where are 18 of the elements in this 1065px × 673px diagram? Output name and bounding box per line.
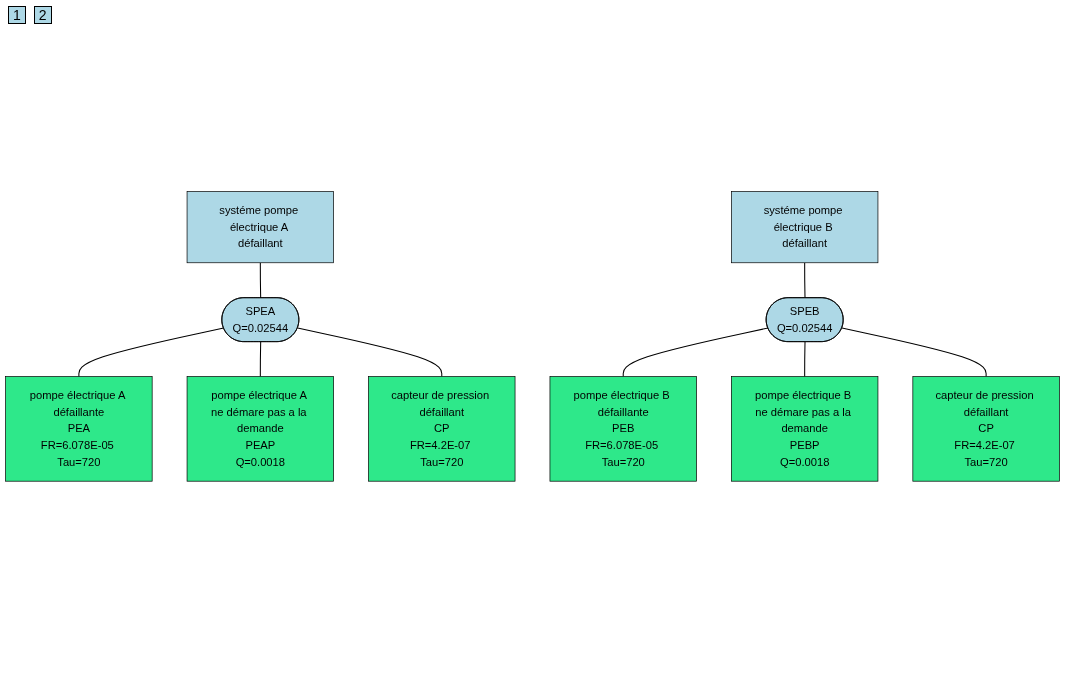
connector [259,341,262,378]
node-box: pompe électrique B ne démare pas a la demande PEBP Q=0.0018 [731,376,879,482]
connector [622,327,769,378]
connector [804,341,806,378]
node-box: pompe électrique A défaillante PEA FR=6.078E-05 Tau=720 [5,376,153,482]
connector [78,327,225,378]
connector [841,327,987,378]
node-box: pompe électrique B défaillante PEB FR=6.078E-05 Tau=720 [549,376,697,482]
connector [804,262,806,299]
node-box: capteur de pression défaillant CP FR=4.2E-07 Tau=720 [912,376,1060,482]
node-box: systéme pompe électrique B défaillant [731,191,879,264]
node-box: pompe électrique A ne démare pas a la demande PEAP Q=0.0018 [186,376,334,482]
connector [259,262,262,299]
event-number: 1 [8,6,26,24]
event-number: 2 [33,6,52,24]
node-box: systéme pompe électrique A défaillant [186,191,334,264]
node-box: capteur de pression défaillant CP FR=4.2E-07 Tau=720 [368,376,516,482]
connector [297,327,443,378]
